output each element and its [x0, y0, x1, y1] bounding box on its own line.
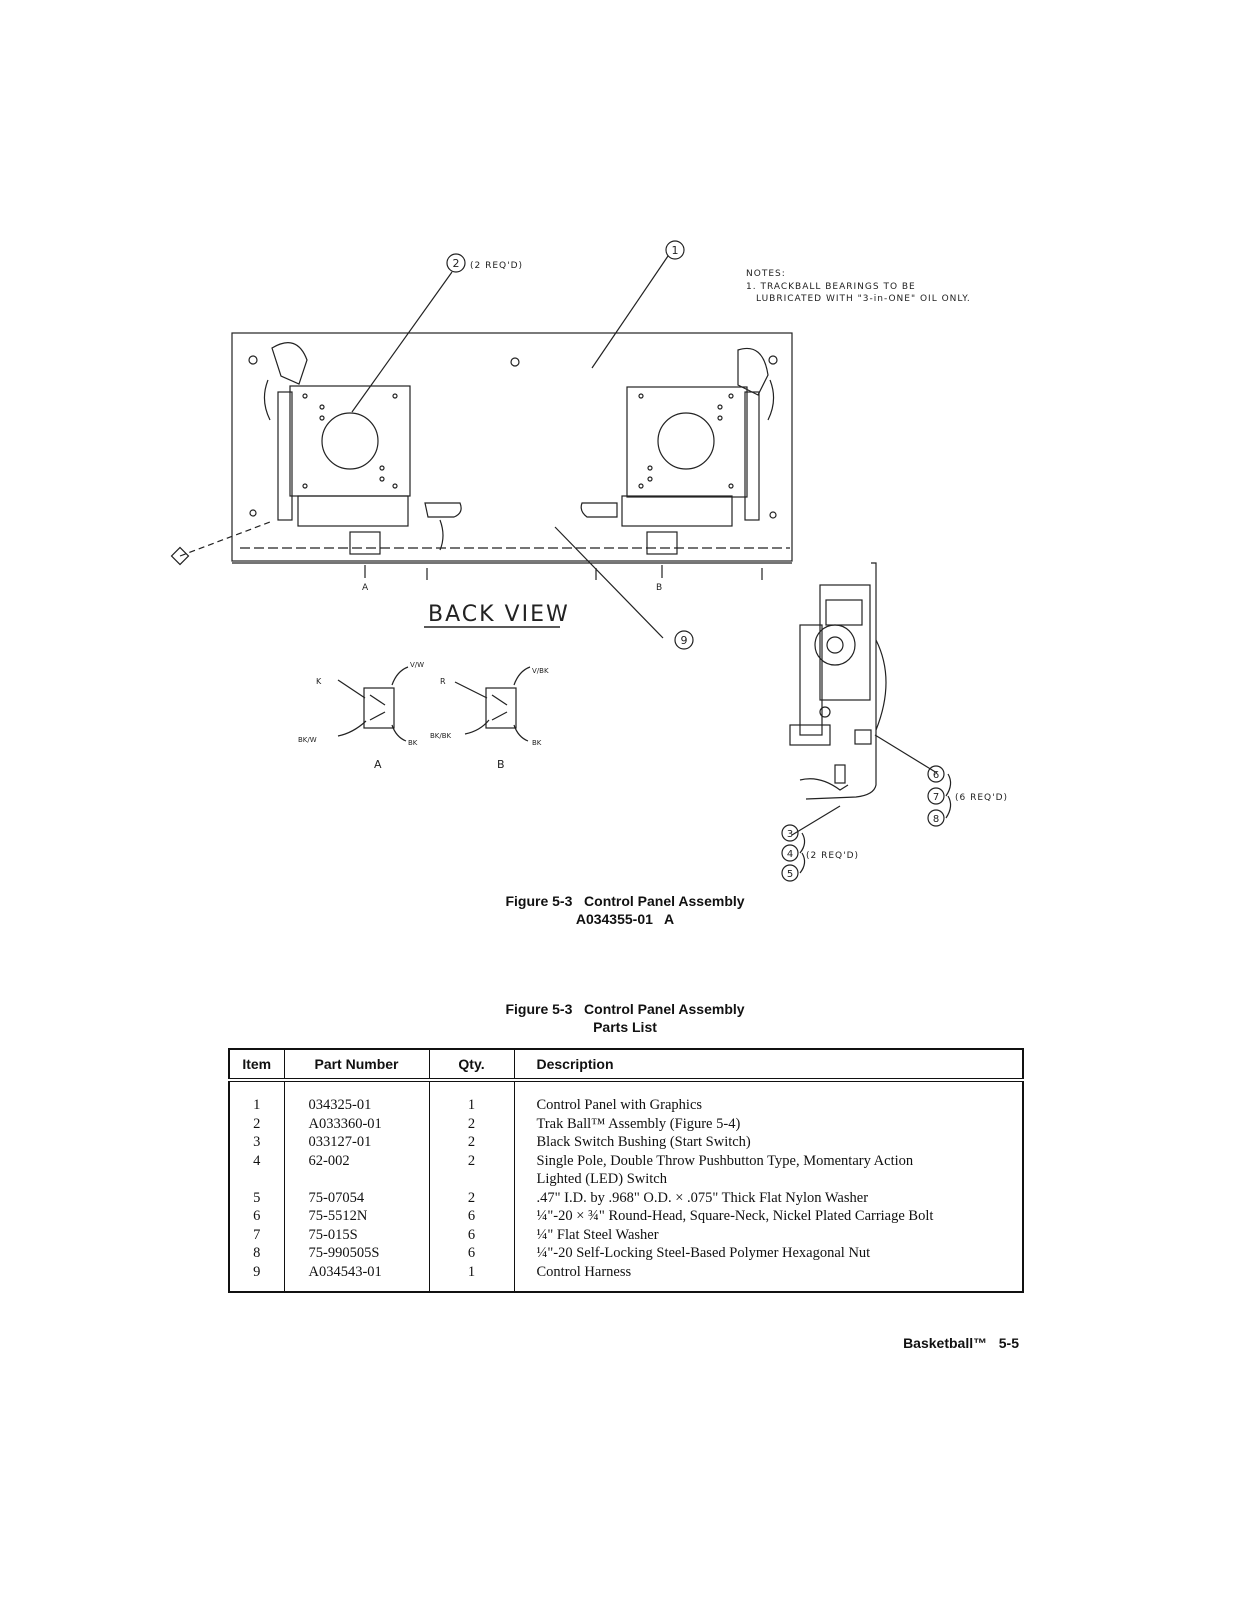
callout-4: 4 — [787, 849, 793, 860]
callout-3: 3 — [787, 829, 793, 840]
description-cell: Trak Ball™ Assembly (Figure 5-4) — [513, 1114, 1023, 1133]
marker-b: B — [656, 583, 662, 593]
callout-5: 5 — [787, 869, 793, 880]
description-cell: Control Harness — [513, 1262, 1023, 1281]
header-part-number: Part Number — [283, 1049, 429, 1082]
qty-cell: 2 — [428, 1188, 514, 1207]
parts-list-table: Item Part Number Qty. Description 1 0343… — [228, 1048, 1024, 1293]
qty-cell: 2 — [428, 1133, 514, 1152]
marker-a: A — [362, 583, 369, 593]
figure-caption: Figure 5-3 Control Panel Assembly A03435… — [425, 892, 825, 928]
qty-cell: 6 — [428, 1225, 514, 1244]
qty-cell: 2 — [428, 1114, 514, 1133]
table-caption-title: Figure 5-3 Control Panel Assembly — [505, 1001, 745, 1017]
part-number-cell: A033360-01 — [283, 1114, 429, 1133]
page-footer: Basketball™ 5-5 — [903, 1335, 1019, 1351]
item-cell: 7 — [253, 1226, 261, 1243]
table-row: 2 A033360-01 2 Trak Ball™ Assembly (Figu… — [229, 1114, 1023, 1133]
table-row: 8 75-990505S 6 ¼"-20 Self-Locking Steel-… — [229, 1244, 1023, 1263]
table-row: 3 033127-01 2 Black Switch Bushing (Star… — [229, 1133, 1023, 1152]
part-number-cell: 034325-01 — [283, 1096, 429, 1115]
wire-b-vbk: V/BK — [532, 667, 549, 675]
qty-cell: 6 — [428, 1207, 514, 1226]
description-line-1: Single Pole, Double Throw Pushbutton Typ… — [536, 1152, 914, 1169]
item-cell: 1 — [253, 1097, 261, 1113]
description-cell: ¼"-20 × ¾" Round-Head, Square-Neck, Nick… — [513, 1207, 1023, 1226]
part-number-cell: 033127-01 — [283, 1133, 429, 1152]
wire-b-bkbk: BK/BK — [430, 732, 452, 740]
qty-cell: 6 — [428, 1244, 514, 1263]
header-item: Item — [229, 1049, 284, 1082]
description-line-2: Lighted (LED) Switch — [536, 1171, 667, 1187]
item-cell: 2 — [253, 1115, 261, 1132]
table-row: 1 034325-01 1 Control Panel with Graphic… — [229, 1096, 1023, 1115]
back-view-label: BACK VIEW — [428, 602, 570, 627]
notes-line-1: 1. TRACKBALL BEARINGS TO BE — [746, 282, 916, 292]
callout-1: 1 — [672, 244, 679, 257]
callout-345-note: (2 REQ'D) — [806, 851, 859, 861]
callout-6: 6 — [933, 770, 939, 781]
item-cell: 9 — [253, 1263, 261, 1280]
table-row: 9 A034543-01 1 Control Harness — [229, 1262, 1023, 1281]
trackball-left — [263, 342, 462, 551]
notes-title: NOTES: — [746, 269, 786, 279]
item-cell: 4 — [253, 1152, 261, 1169]
switch-diagram-b — [454, 666, 531, 742]
item-cell: 5 — [253, 1189, 261, 1206]
table-row: 5 75-07054 2 .47" I.D. by .968" O.D. × .… — [229, 1188, 1023, 1207]
table-header-row: Item Part Number Qty. Description — [229, 1049, 1023, 1082]
callout-678-note: (6 REQ'D) — [955, 793, 1008, 803]
trackball-right — [580, 347, 775, 527]
header-qty: Qty. — [428, 1049, 514, 1082]
part-number-cell: A034543-01 — [283, 1262, 429, 1281]
table-caption-subtitle: Parts List — [593, 1019, 657, 1035]
part-number-cell: 75-015S — [283, 1225, 429, 1244]
table-row: 6 75-5512N 6 ¼"-20 × ¾" Round-Head, Squa… — [229, 1207, 1023, 1226]
qty-cell: 1 — [428, 1096, 514, 1115]
item-cell: 8 — [253, 1245, 261, 1261]
wire-a-bkw: BK/W — [298, 736, 317, 744]
qty-cell: 2 — [428, 1151, 514, 1189]
description-cell: Single Pole, Double Throw Pushbutton Typ… — [513, 1151, 1023, 1189]
figure-caption-drawing-number: A034355-01 A — [575, 911, 675, 927]
description-cell: .47" I.D. by .968" O.D. × .075" Thick Fl… — [513, 1188, 1023, 1207]
wire-b-r: R — [440, 677, 446, 686]
assembly-drawing: 2 (2 REQ'D) 1 9 6 7 8 (6 REQ'D) 3 4 5 (2… — [170, 240, 1008, 882]
switch-b-label: B — [497, 758, 505, 771]
part-number-cell: 75-5512N — [283, 1207, 429, 1226]
description-cell: Control Panel with Graphics — [513, 1096, 1023, 1115]
table-row: 7 75-015S 6 ¼" Flat Steel Washer — [229, 1225, 1023, 1244]
wire-a-vw: V/W — [410, 661, 424, 669]
callout-8: 8 — [933, 814, 939, 825]
callout-7: 7 — [933, 792, 939, 803]
description-cell: ¼" Flat Steel Washer — [513, 1225, 1023, 1244]
table-row: 4 62-002 2 Single Pole, Double Throw Pus… — [229, 1151, 1023, 1189]
wire-a-bk: BK — [408, 739, 418, 747]
control-panel-outline — [231, 332, 793, 562]
item-cell: 6 — [253, 1208, 261, 1224]
part-number-cell: 62-002 — [283, 1151, 429, 1189]
part-number-cell: 75-990505S — [283, 1244, 429, 1263]
figure-caption-title: Figure 5-3 Control Panel Assembly — [505, 893, 745, 909]
description-cell: ¼"-20 Self-Locking Steel-Based Polymer H… — [513, 1244, 1023, 1263]
switch-diagram-a — [337, 666, 409, 742]
wire-b-bk: BK — [532, 739, 542, 747]
switch-a-label: A — [374, 758, 382, 771]
callout-9: 9 — [681, 634, 688, 647]
notes-line-2: LUBRICATED WITH "3-in-ONE" OIL ONLY. — [756, 294, 971, 304]
callout-2: 2 — [453, 257, 460, 270]
header-description: Description — [513, 1049, 1023, 1082]
side-view — [789, 562, 887, 800]
table-caption: Figure 5-3 Control Panel Assembly Parts … — [425, 1000, 825, 1036]
qty-cell: 1 — [428, 1262, 514, 1281]
description-cell: Black Switch Bushing (Start Switch) — [513, 1133, 1023, 1152]
part-number-cell: 75-07054 — [283, 1188, 429, 1207]
wire-a-k: K — [316, 677, 322, 686]
callout-2-note: (2 REQ'D) — [470, 261, 523, 271]
item-cell: 3 — [253, 1134, 261, 1150]
